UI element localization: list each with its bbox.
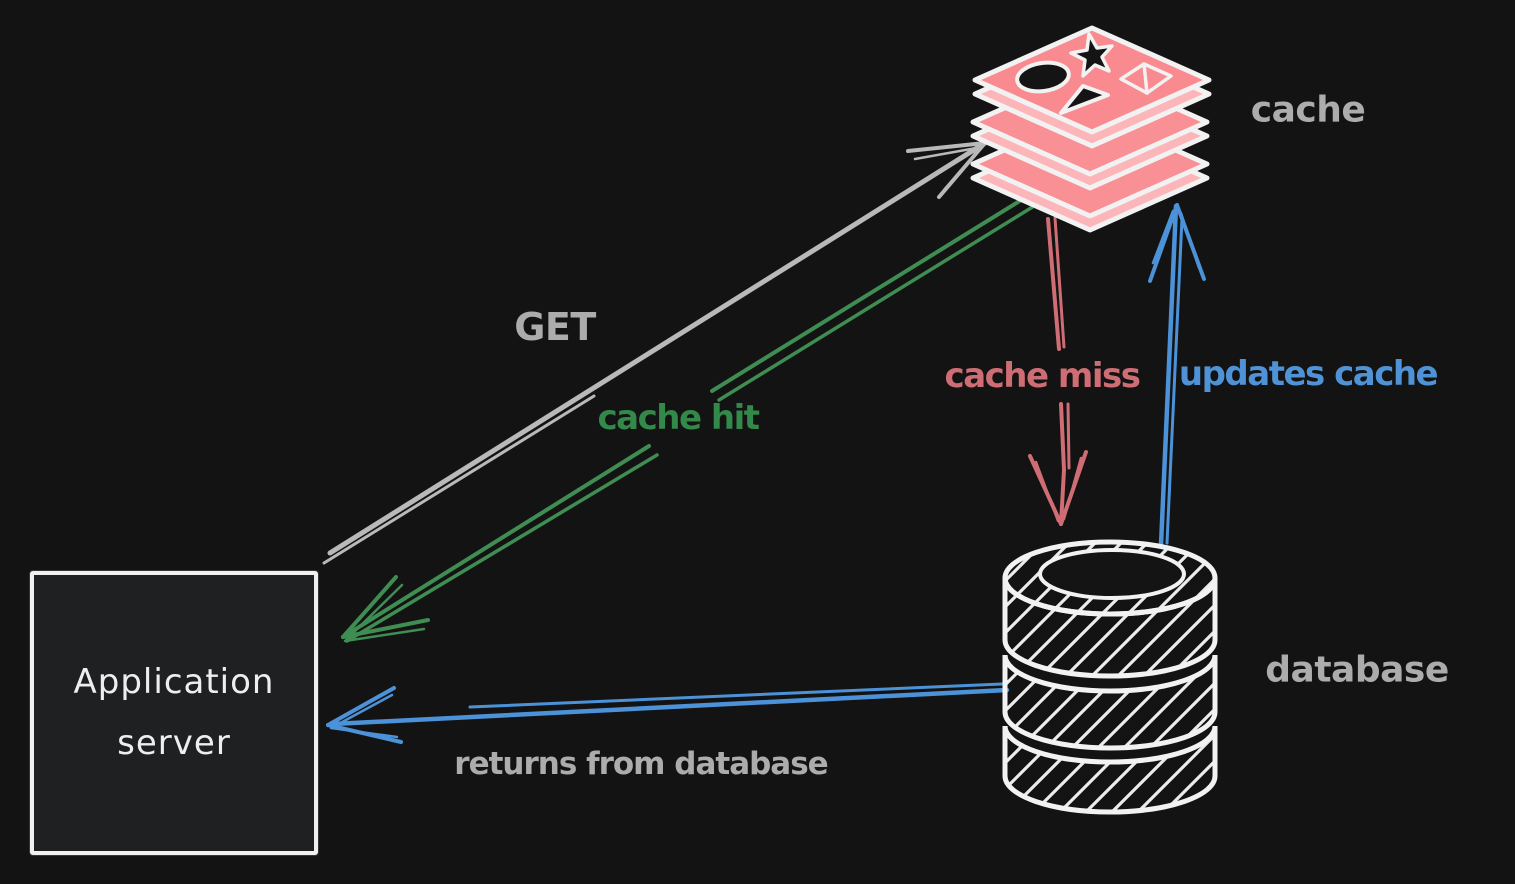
cache-miss-edge-label: cache miss <box>944 356 1141 396</box>
cache-triangle-cutout <box>1059 84 1110 115</box>
cache-miss-arrow <box>1028 216 1088 526</box>
application-server-node: Application server <box>30 571 318 855</box>
cache-top-shapes <box>1015 32 1173 115</box>
cache-hit-edge-label: cache hit <box>597 398 760 438</box>
database-icon <box>1002 539 1218 815</box>
cache-node-label: cache <box>1250 89 1366 131</box>
application-server-label: Application server <box>73 661 275 763</box>
returns-from-database-arrow <box>326 682 1010 744</box>
cache-square-outline <box>1119 62 1173 95</box>
cache-ellipse-cutout <box>1015 60 1071 94</box>
get-edge-label: GET <box>514 305 596 349</box>
cache-icon <box>970 25 1212 233</box>
database-opening <box>1038 548 1186 600</box>
get-arrow <box>322 140 988 565</box>
updates-cache-edge-label: updates cache <box>1178 354 1439 394</box>
updates-cache-arrow <box>1148 203 1206 548</box>
returns-from-database-edge-label: returns from database <box>454 746 828 782</box>
cache-hit-arrow <box>341 192 1041 643</box>
cache-star-cutout <box>1069 32 1114 78</box>
database-node-label: database <box>1265 649 1449 691</box>
